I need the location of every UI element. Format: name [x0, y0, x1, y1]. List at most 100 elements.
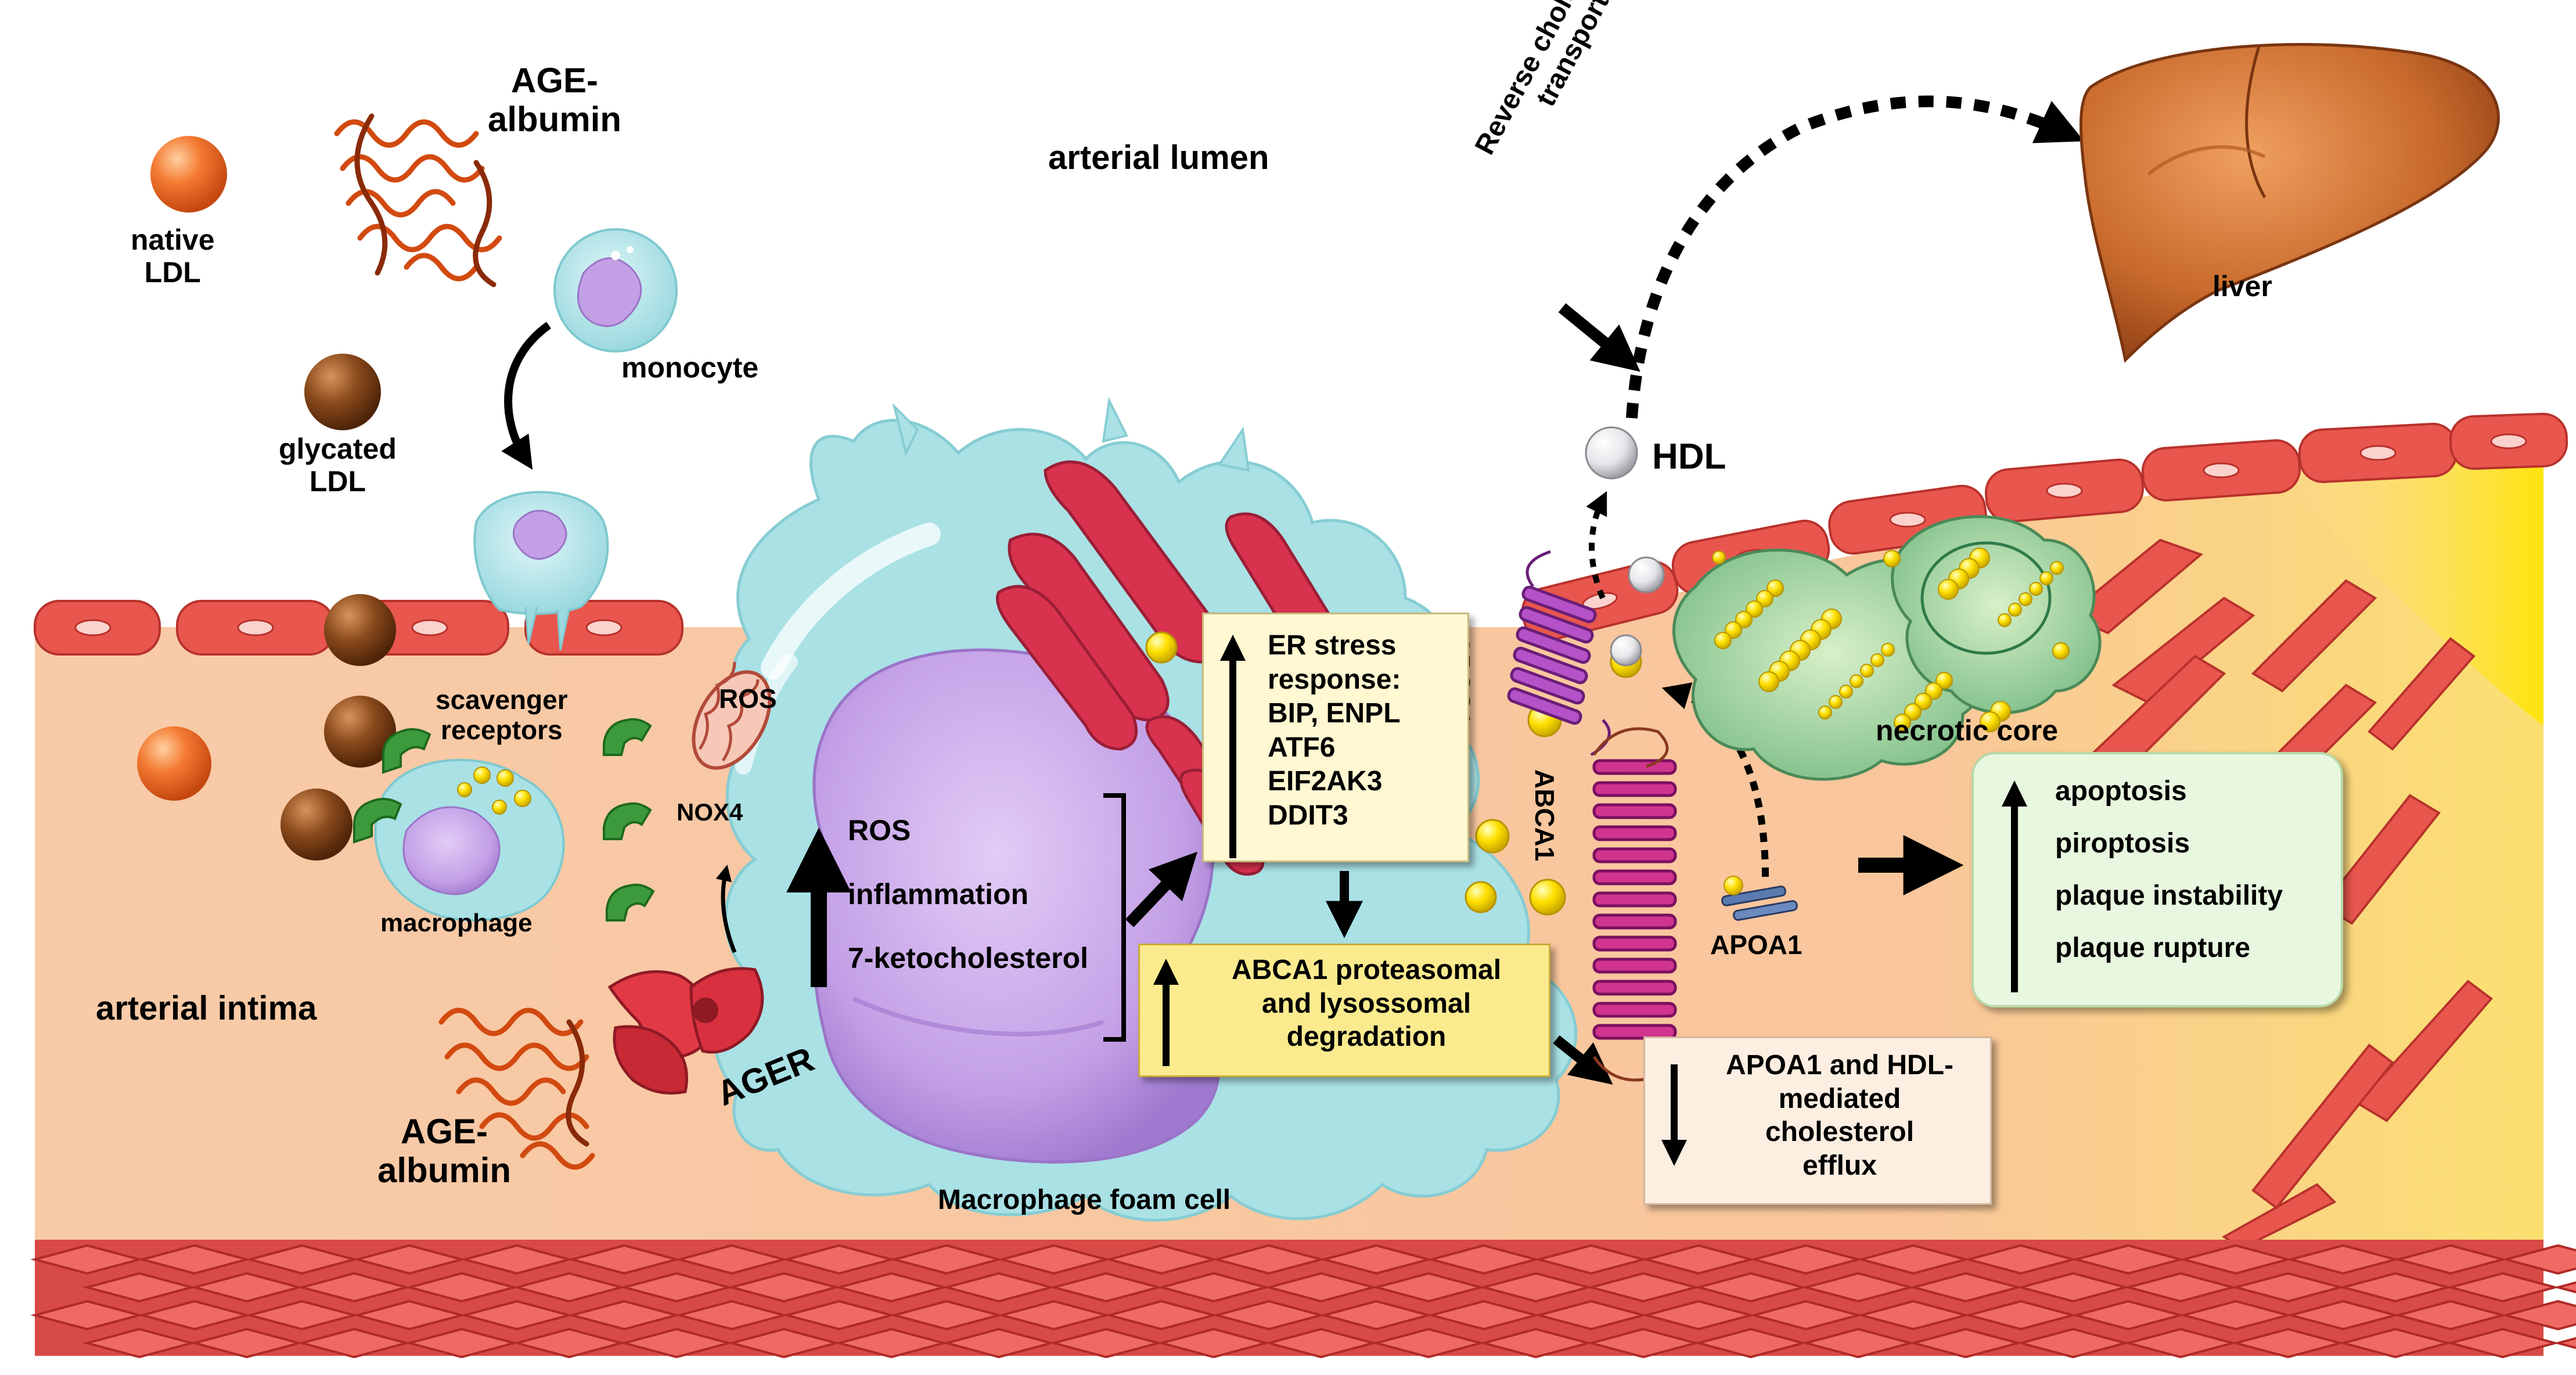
core-lipid-droplet	[1746, 600, 1763, 618]
arterial-lumen-label: arterial lumen	[1048, 139, 1269, 177]
abca1-segment	[1592, 781, 1677, 797]
bracket-to-er-arrow	[1125, 851, 1198, 927]
nox4-label: NOX4	[677, 798, 743, 826]
age-albumin-protein-top	[334, 113, 502, 287]
glycated-ldl-particle	[304, 354, 381, 430]
apoa1-label: APOA1	[1710, 930, 1803, 960]
core-lipid-droplet	[1998, 613, 2012, 627]
efflux-line-4: efflux	[1802, 1150, 1877, 1181]
core-lipid-droplet	[1712, 550, 1726, 564]
outcomes-text: apoptosis piroptosis plaque instability …	[2055, 778, 2283, 962]
degradation-to-efflux-arrow	[1553, 1035, 1613, 1085]
abca1-transporter	[1592, 727, 1677, 1082]
hdl-label: HDL	[1652, 437, 1726, 477]
native-ldl-line-1: native	[131, 224, 215, 256]
core-lipid-droplet	[1870, 653, 1884, 667]
core-lipid-droplet	[1860, 664, 1874, 678]
core-lipid-droplet	[1818, 706, 1832, 719]
liver-label: liver	[2212, 270, 2272, 303]
core-lipid-droplet	[2008, 603, 2022, 617]
media-smooth-muscle-layer	[30, 1240, 2576, 1359]
core-lipid-droplet	[1938, 579, 1959, 600]
small-macrophage	[374, 758, 565, 922]
necrotic-core-label: necrotic core	[1876, 714, 2059, 747]
abca1-segment	[1592, 825, 1677, 841]
outcome-plaque-instability: plaque instability	[2055, 880, 2283, 911]
abca1-label: ABCA1	[1530, 769, 1560, 862]
media-cell	[2501, 1300, 2576, 1331]
abcg1-transporter	[1507, 550, 1611, 757]
age-albumin-top-label: AGE- albumin	[488, 61, 621, 139]
ager-receptor	[607, 967, 764, 1095]
hdl-particle-lumen	[1585, 426, 1638, 480]
core-lipid-droplet	[1756, 590, 1773, 607]
er-stress-up-arrow	[1220, 635, 1246, 858]
glycated-ldl-adhered	[280, 594, 396, 861]
scavenger-line-2: receptors	[440, 714, 563, 745]
core-lipid-droplet	[2019, 592, 2032, 606]
media-cell	[2501, 1244, 2576, 1275]
age-albumin-top-line-1: AGE-	[511, 61, 598, 100]
core-lipid-droplet	[1925, 682, 1942, 700]
er-stress-line-2: response:	[1268, 664, 1401, 695]
abca1-segment	[1592, 1002, 1677, 1018]
nox4-arrow	[715, 865, 737, 953]
native-ldl-intima	[137, 726, 211, 801]
core-lipid-droplet	[2052, 642, 2070, 660]
outcome-piroptosis: piroptosis	[2055, 828, 2190, 859]
age-albumin-top-line-2: albumin	[488, 100, 622, 139]
efflux-box: APOA1 and HDL- mediated cholesterol effl…	[1643, 1036, 1992, 1205]
degradation-up-arrow	[1153, 959, 1179, 1066]
er-stress-line-3: BIP, ENPL	[1268, 698, 1401, 729]
abca1-segment	[1592, 980, 1677, 996]
core-lipid-droplet	[1915, 693, 1932, 710]
effect-ros: ROS	[848, 814, 911, 847]
degradation-text: ABCA1 proteasomal and lysossomal degrada…	[1195, 953, 1538, 1054]
necrotic-core	[1672, 515, 2102, 781]
core-lipid-droplet	[1980, 711, 2001, 732]
efflux-line-1: APOA1 and HDL-	[1725, 1050, 1953, 1081]
core-lipid-droplet	[1766, 579, 1784, 597]
degradation-line-1: ABCA1 proteasomal	[1231, 955, 1502, 985]
abca1-segment	[1592, 803, 1677, 819]
er-stress-line-1: ER stress	[1268, 630, 1397, 661]
liver-organ	[2079, 43, 2500, 363]
core-lipid-droplet	[1904, 703, 1922, 721]
er-stress-text: ER stress response: BIP, ENPL ATF6 EIF2A…	[1268, 629, 1401, 833]
outcome-plaque-rupture: plaque rupture	[2055, 933, 2251, 963]
monocyte-cell	[553, 228, 678, 352]
glycated-ldl-line-2: LDL	[309, 465, 366, 498]
core-lipid-droplet	[1758, 671, 1779, 692]
reverse-transport-small-arrow	[1558, 303, 1640, 372]
efflux-down-arrow	[1661, 1064, 1687, 1166]
hdl-particle-small-2	[1610, 634, 1642, 667]
core-lipid-droplet	[1725, 621, 1742, 639]
abca1-segment	[1592, 869, 1677, 886]
outcomes-box: apoptosis piroptosis plaque instability …	[1971, 752, 2343, 1007]
degradation-line-3: degradation	[1286, 1021, 1447, 1053]
age-albumin-bottom-line-2: albumin	[377, 1151, 512, 1190]
cell-effects-list: ROS inflammation 7-ketocholesterol	[848, 816, 1088, 973]
arterial-intima-label: arterial intima	[96, 989, 317, 1027]
age-albumin-bottom-label: AGE- albumin	[377, 1112, 511, 1190]
native-ldl-line-2: LDL	[144, 256, 201, 289]
apoa1-molecule	[1721, 876, 1798, 921]
glycated-ldl-line-1: glycated	[279, 433, 397, 465]
scavenger-receptors	[353, 718, 655, 922]
monocyte-migration-arrow	[501, 322, 552, 470]
hdl-particle-small	[1628, 556, 1665, 593]
age-albumin-bottom-line-1: AGE-	[401, 1112, 488, 1151]
effect-inflammation: inflammation	[848, 878, 1029, 910]
native-ldl-particle	[150, 136, 227, 213]
er-stress-line-5: EIF2AK3	[1268, 766, 1383, 797]
media-cell	[2553, 1337, 2576, 1349]
effects-bracket	[1103, 793, 1126, 1042]
core-lipid-droplet	[2039, 571, 2053, 585]
efflux-line-2: mediated	[1778, 1083, 1901, 1114]
er-stress-line-4: ATF6	[1268, 732, 1336, 763]
core-lipid-droplet	[1850, 674, 1863, 688]
core-lipid-droplet	[1883, 550, 1901, 567]
macrophage-label: macrophage	[380, 909, 533, 937]
abca1-segment	[1592, 1024, 1677, 1040]
glycated-ldl-label: glycated LDL	[279, 433, 397, 498]
